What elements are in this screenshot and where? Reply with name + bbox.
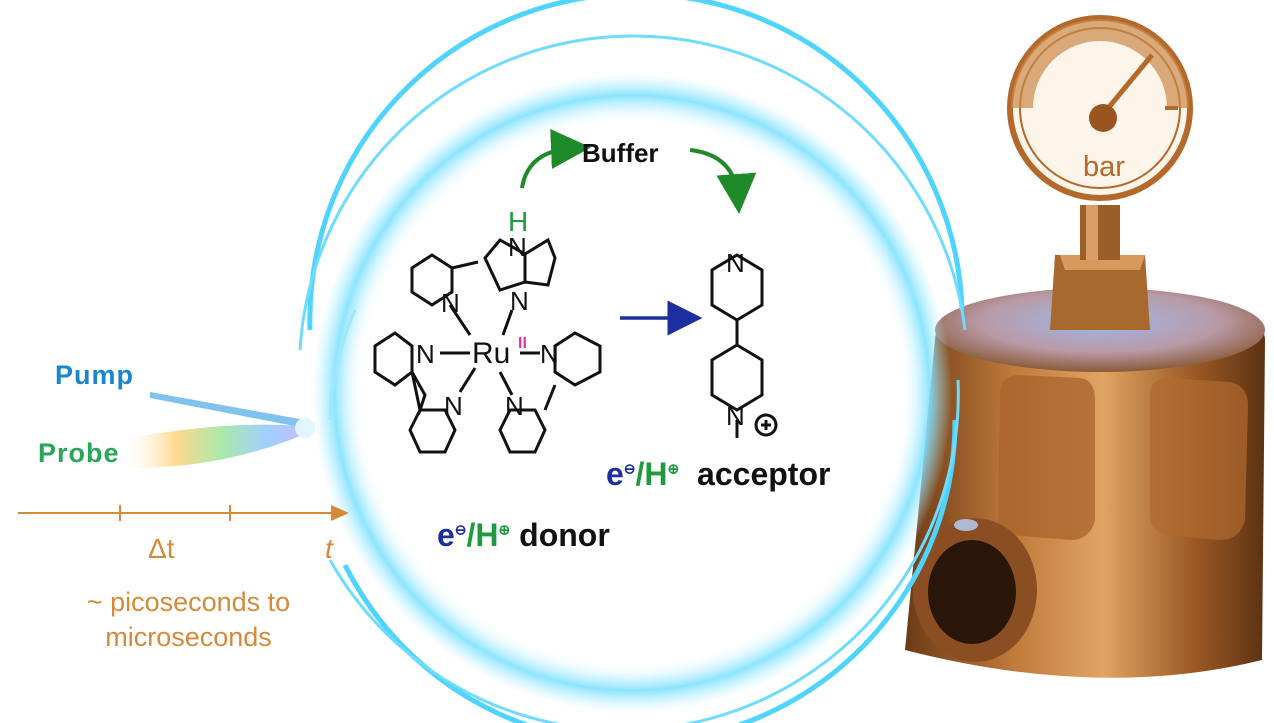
donor-text: donor	[519, 517, 610, 553]
n-atom-label: N	[726, 401, 745, 431]
proton-symbol: /H	[466, 517, 499, 553]
pressure-cell-icon	[905, 205, 1265, 678]
n-atom-label: N	[726, 248, 745, 278]
probe-label: Probe	[38, 438, 120, 468]
pressure-gauge-icon	[1007, 15, 1193, 201]
timeline-axis	[18, 505, 349, 521]
proton-symbol: /H	[635, 456, 668, 492]
acceptor-label: e⊖/H⊕ acceptor	[606, 458, 830, 490]
minus-charge-icon: ⊖	[623, 460, 636, 477]
ru-complex-structure	[373, 237, 602, 454]
gauge-label: bar	[1083, 151, 1125, 183]
donor-label: e⊖/H⊕ donor	[437, 519, 610, 551]
acceptor-structure	[710, 253, 778, 438]
h-atom-label: H	[508, 206, 529, 237]
reaction-ring	[298, 0, 967, 723]
timescale-label: ~ picoseconds to microseconds	[86, 587, 291, 653]
n-atom-label: N	[416, 339, 435, 369]
electron-symbol: e	[437, 517, 455, 553]
buffer-label: Buffer	[582, 138, 659, 168]
plus-charge-icon: ⊕	[667, 460, 680, 477]
n-atom-label: N	[441, 288, 460, 318]
acceptor-text: acceptor	[697, 456, 831, 492]
buffer-arrow-out	[689, 148, 757, 214]
pump-label: Pump	[55, 360, 135, 390]
laser-beam-icon	[120, 392, 315, 469]
n-atom-label: N	[510, 286, 529, 316]
buffer-arrow-in	[520, 129, 591, 189]
ru-atom-label: Ru	[472, 337, 511, 370]
electron-symbol: e	[606, 456, 624, 492]
t-label: t	[325, 533, 333, 564]
n-atom-label: N	[508, 232, 527, 262]
oxidation-state-label: II	[518, 335, 527, 352]
plus-charge-icon: ⊕	[498, 521, 511, 538]
delta-t-label: Δt	[148, 533, 175, 564]
n-atom-label: N	[505, 391, 524, 421]
n-atom-label: N	[540, 339, 559, 369]
n-atom-label: N	[444, 391, 463, 421]
minus-charge-icon: ⊖	[454, 521, 467, 538]
